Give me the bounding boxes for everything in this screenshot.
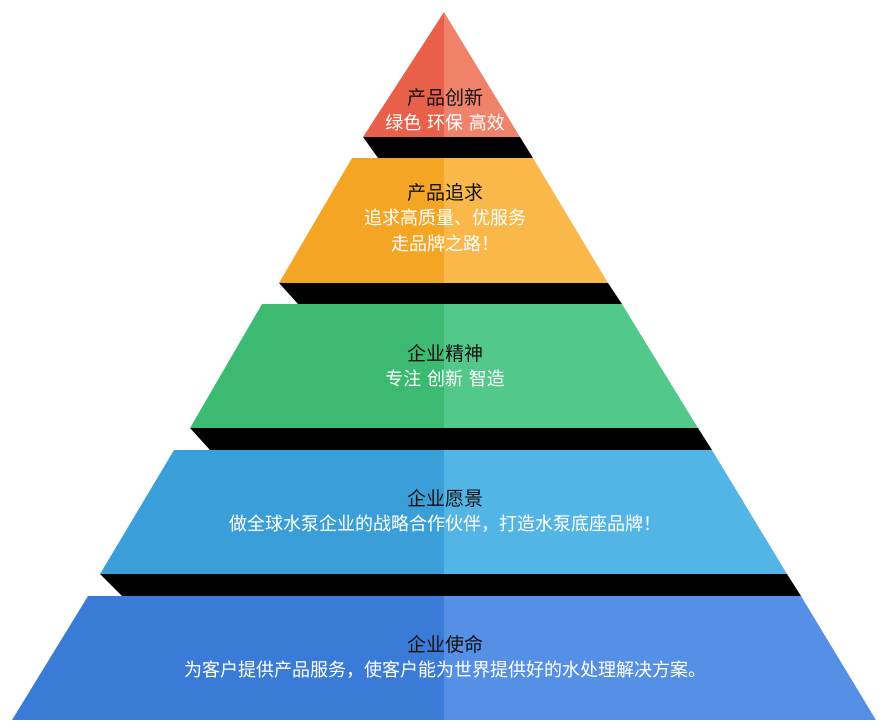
level-4-subtitle: 做全球水泵企业的战略合作伙伴，打造水泵底座品牌！ [229,514,661,535]
level-2-subtitle-line-2: 走品牌之路！ [391,234,499,255]
level-5-subtitle: 为客户提供产品服务，使客户能为世界提供好的水处理解决方案。 [184,660,706,681]
pyramid-level-2-right [444,158,608,283]
pyramid-level-1-left [363,12,444,137]
pyramid-level-5-left [12,596,444,720]
connector-3-4 [190,428,712,450]
level-2-subtitle-line-1: 追求高质量、优服务 [364,208,526,229]
pyramid-level-3-left [190,304,444,428]
pyramid-level-1-right [444,12,520,137]
level-5-title: 企业使命 [406,634,483,656]
pyramid-level-5-right [444,596,876,720]
level-3-subtitle: 专注 创新 智造 [385,369,505,390]
connector-1-2 [363,137,533,158]
pyramid-level-4-right [444,450,787,574]
connector-4-5 [100,574,801,596]
connector-2-3 [279,283,622,304]
pyramid-level-3-right [444,304,698,428]
pyramid-level-4-left [100,450,444,574]
pyramid-level-2-left [279,158,444,283]
level-2-title: 产品追求 [406,182,483,204]
level-1-subtitle: 绿色 环保 高效 [385,113,505,134]
level-3-title: 企业精神 [406,343,483,365]
level-1-title: 产品创新 [406,87,483,109]
level-4-title: 企业愿景 [406,488,483,510]
